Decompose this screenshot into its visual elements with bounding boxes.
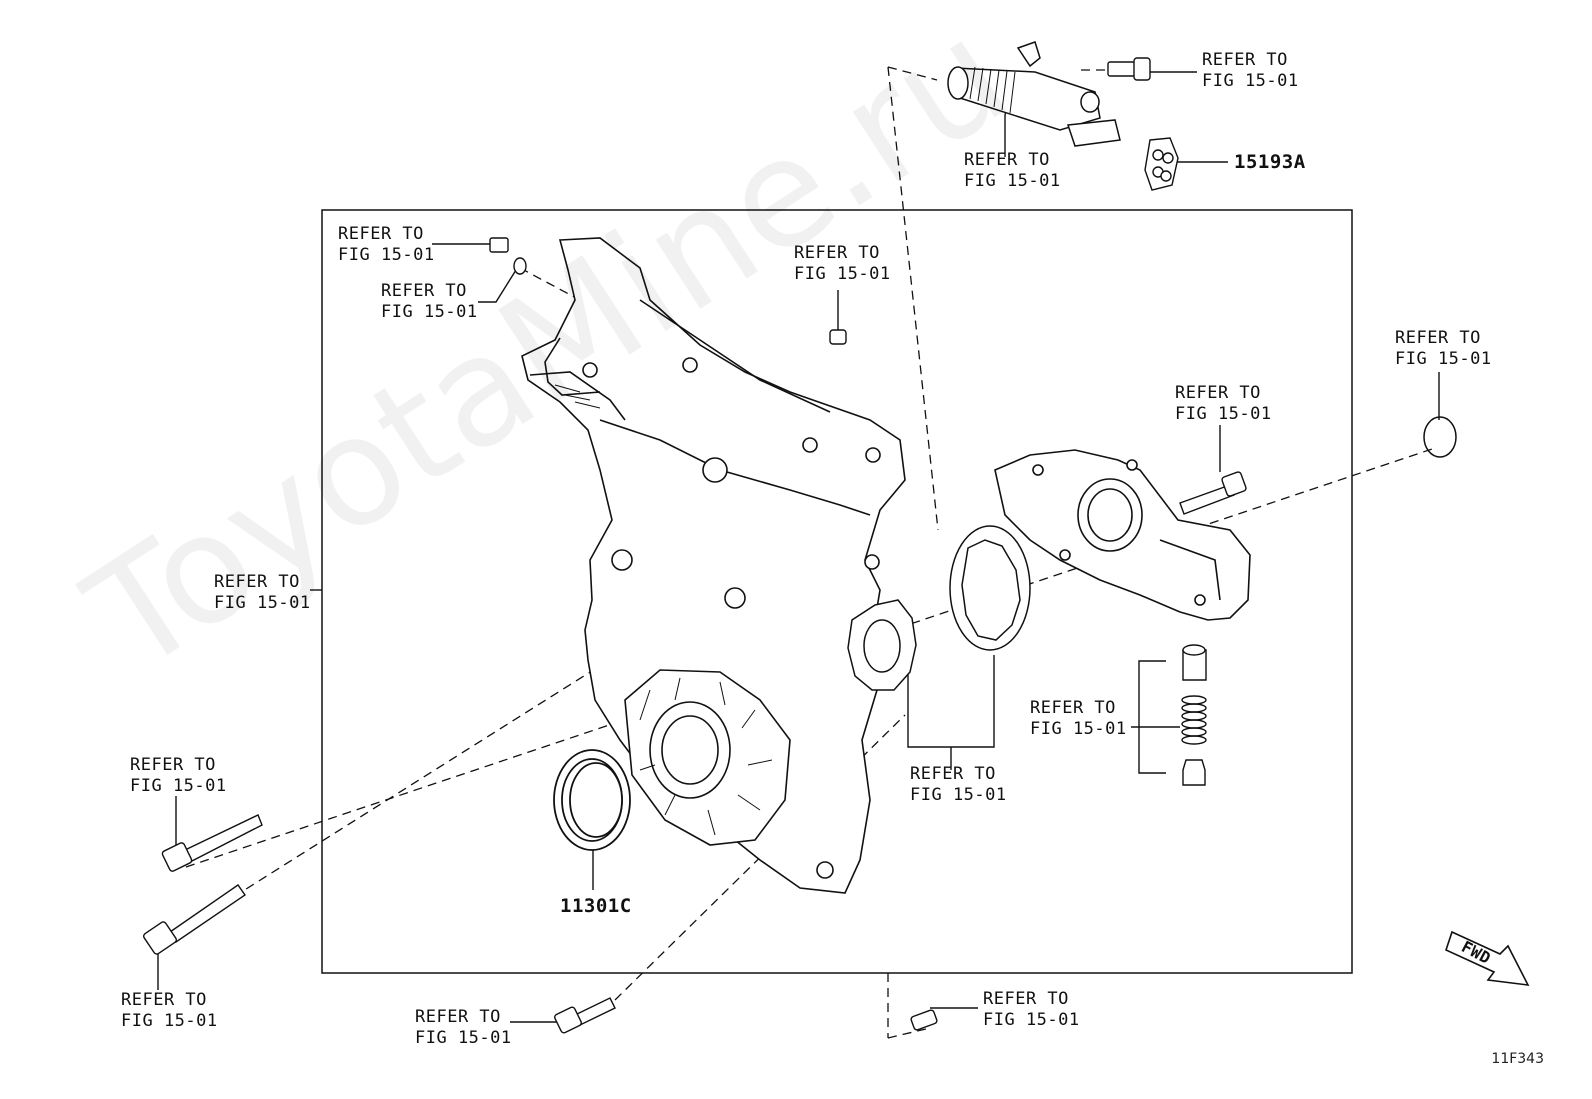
timing-chain-cover bbox=[521, 237, 906, 894]
oil-pump-bolt bbox=[1179, 471, 1247, 515]
oil-pump-rotors bbox=[847, 525, 1031, 691]
assembly-frame bbox=[321, 209, 1353, 974]
refer-label: REFER TO FIG 15-01 bbox=[121, 990, 218, 1031]
long-bolts bbox=[142, 814, 938, 1034]
refer-label: REFER TO FIG 15-01 bbox=[910, 764, 1007, 805]
refer-label: REFER TO FIG 15-01 bbox=[214, 572, 311, 613]
solenoid-bolt bbox=[1107, 57, 1151, 81]
refer-label: REFER TO FIG 15-01 bbox=[794, 243, 891, 284]
small-bolt-and-washer bbox=[489, 237, 527, 275]
fwd-arrow-icon bbox=[1445, 930, 1530, 986]
leader-lines bbox=[157, 71, 1440, 1023]
refer-label: REFER TO FIG 15-01 bbox=[338, 224, 435, 265]
oil-seal-11301c bbox=[553, 749, 631, 851]
part-number-15193a: 15193A bbox=[1234, 151, 1306, 173]
refer-label: REFER TO FIG 15-01 bbox=[1202, 50, 1299, 91]
refer-label: REFER TO FIG 15-01 bbox=[1395, 328, 1492, 369]
figure-code: 11F343 bbox=[1491, 1051, 1544, 1067]
part-number-11301c: 11301C bbox=[560, 895, 632, 917]
refer-label: REFER TO FIG 15-01 bbox=[381, 281, 478, 322]
refer-label: REFER TO FIG 15-01 bbox=[130, 755, 227, 796]
refer-label: REFER TO FIG 15-01 bbox=[983, 989, 1080, 1030]
refer-label: REFER TO FIG 15-01 bbox=[1030, 698, 1127, 739]
relief-valve-parts bbox=[1181, 644, 1207, 786]
o-ring bbox=[1423, 416, 1457, 458]
refer-label: REFER TO FIG 15-01 bbox=[1175, 383, 1272, 424]
oil-pump-body bbox=[994, 449, 1251, 621]
gasket-15193a bbox=[1144, 137, 1179, 191]
dowel-pin bbox=[829, 329, 847, 345]
oil-control-valve bbox=[947, 41, 1121, 147]
refer-label: REFER TO FIG 15-01 bbox=[964, 150, 1061, 191]
refer-label: REFER TO FIG 15-01 bbox=[415, 1007, 512, 1048]
